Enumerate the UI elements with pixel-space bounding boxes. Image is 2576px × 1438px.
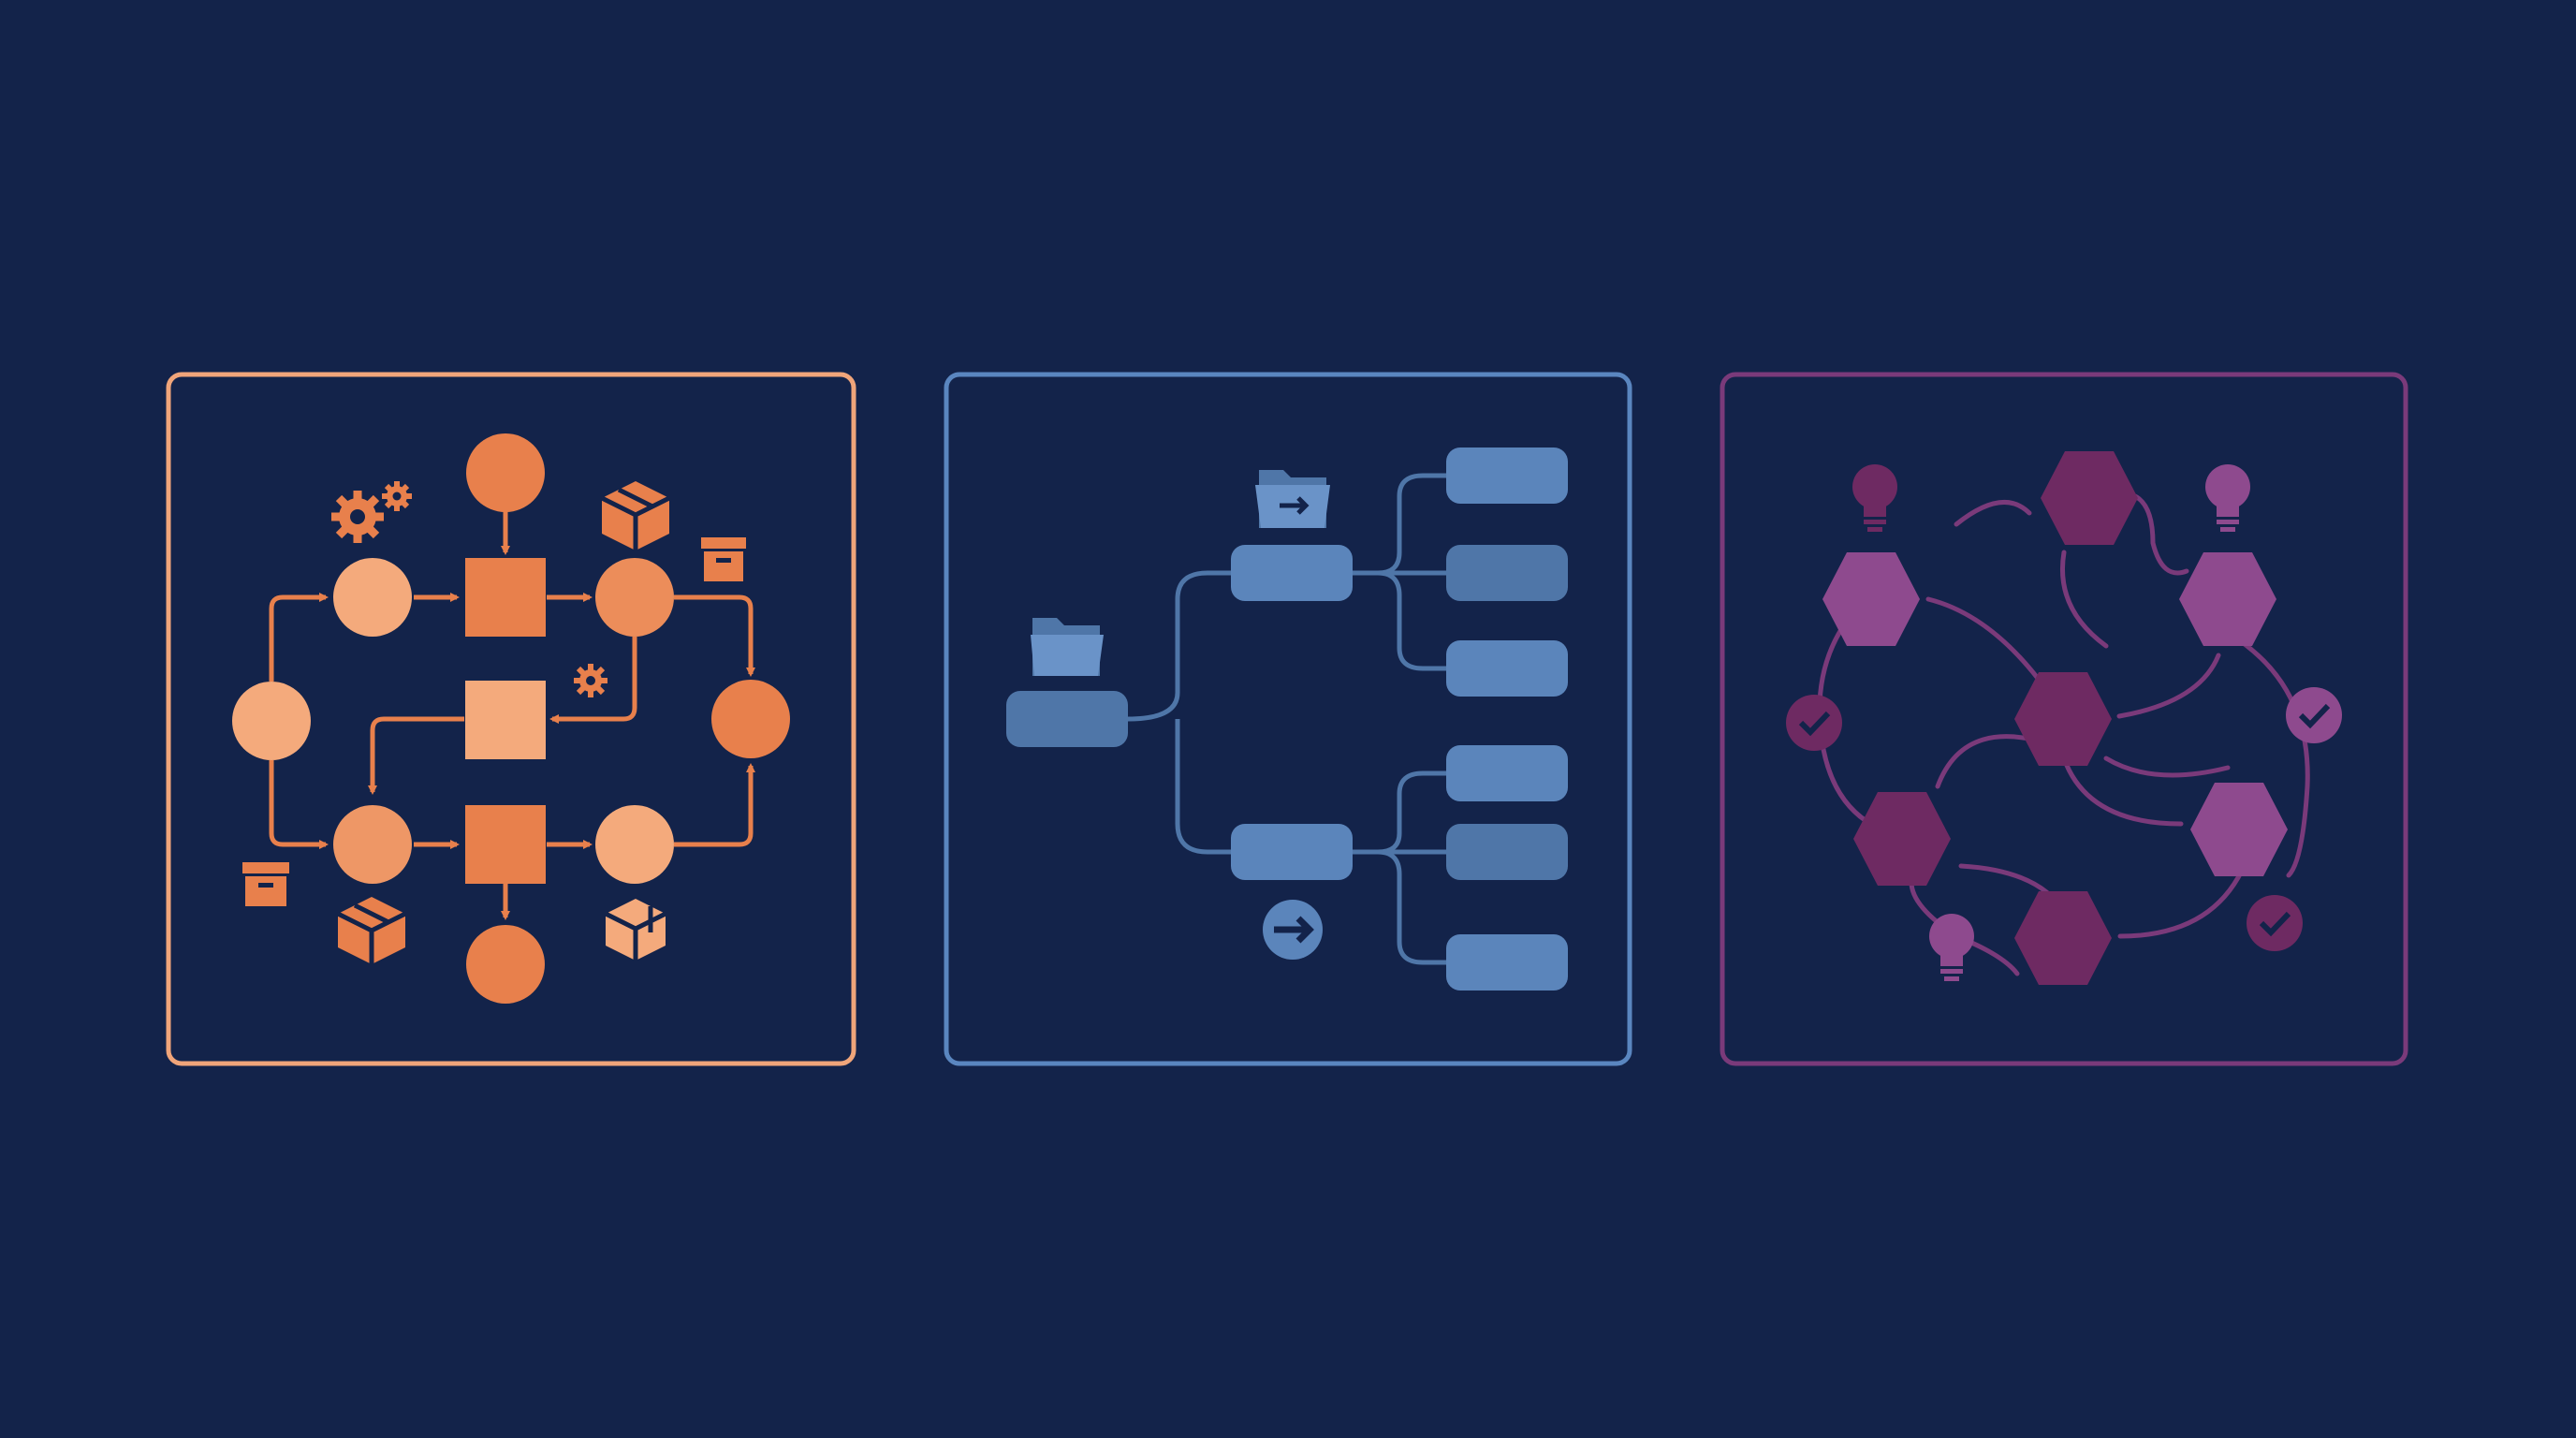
network-link <box>1954 499 2032 527</box>
tree-leaf <box>1446 745 1568 801</box>
folder-tree-connectors <box>1127 473 1446 965</box>
process-flow-edges <box>269 510 755 920</box>
lightbulb-icon <box>1852 464 1897 532</box>
network-link <box>2117 868 2245 939</box>
flow-node-start <box>466 433 545 512</box>
tree-node-branch-upper <box>1231 545 1353 601</box>
tree-leaf <box>1446 545 1568 601</box>
lightbulb-icon <box>2205 464 2250 532</box>
folder-tree-nodes <box>1006 448 1568 990</box>
flow-node-right <box>711 680 790 758</box>
folder-tree-panel <box>944 372 1632 1066</box>
storage-box-icon <box>242 862 289 906</box>
gear-icon <box>574 664 607 697</box>
folder-tree-frame <box>944 372 1632 1066</box>
flow-node-center-square <box>465 681 546 759</box>
tree-leaf <box>1446 934 1568 990</box>
process-flow-panel <box>166 372 856 1066</box>
tree-leaf <box>1446 448 1568 504</box>
hex-node <box>2014 891 2112 985</box>
tree-node-branch-lower <box>1231 824 1353 880</box>
tree-leaf <box>1446 640 1568 697</box>
flow-node-left <box>232 682 311 760</box>
checkmark-badge-icon <box>2247 895 2303 951</box>
flow-node-bottom-left <box>333 805 412 884</box>
network-link <box>2061 756 2184 827</box>
flow-node-bottom-right <box>595 805 674 884</box>
arrow-circle-icon <box>1263 900 1323 960</box>
folder-arrow-icon <box>1255 470 1330 528</box>
lightbulb-icon <box>1929 914 1974 981</box>
edge-top-right-to-center <box>549 637 637 724</box>
flow-node-end <box>466 925 545 1004</box>
flow-node-top-right <box>595 558 674 637</box>
hex-node <box>2179 552 2276 646</box>
connector-root-to-branches <box>1127 570 1234 855</box>
flow-node-top-left <box>333 558 412 637</box>
edge-bottom-right-to-right <box>674 763 755 847</box>
hex-network-frame <box>1720 372 2408 1066</box>
network-link <box>2103 756 2231 778</box>
gears-icon <box>331 481 412 543</box>
process-flow-frame <box>166 372 856 1066</box>
edge-left-to-top-left <box>269 593 329 682</box>
folder-icon <box>1031 618 1104 676</box>
edge-top-right-to-right <box>674 594 755 677</box>
connector-upper-branch-to-leaves <box>1353 473 1446 671</box>
process-flow-nodes <box>232 433 790 1004</box>
package-icon <box>600 481 671 550</box>
hex-node <box>1853 792 1951 886</box>
checkmark-badge-icon <box>2286 687 2342 743</box>
tree-node-root <box>1006 691 1128 747</box>
edge-center-to-bottom-left <box>368 716 464 795</box>
tree-leaf <box>1446 824 1568 880</box>
connector-lower-branch-to-leaves <box>1353 770 1446 965</box>
network-link <box>2059 550 2109 649</box>
hex-network-panel <box>1720 372 2408 1066</box>
package-icon <box>336 897 407 964</box>
edge-left-to-bottom-left <box>269 760 329 849</box>
network-link <box>2116 653 2221 719</box>
hex-node <box>2014 672 2112 766</box>
hex-node <box>2190 783 2288 876</box>
flow-node-top-square <box>465 558 546 637</box>
checkmark-badge-icon <box>1786 695 1842 751</box>
flow-node-bottom-square <box>465 805 546 884</box>
hex-node <box>1822 552 1920 646</box>
hex-node <box>2041 451 2138 545</box>
network-link <box>2225 630 2310 878</box>
storage-box-icon <box>701 537 746 581</box>
package-icon <box>604 899 667 961</box>
hex-nodes <box>1822 451 2288 985</box>
